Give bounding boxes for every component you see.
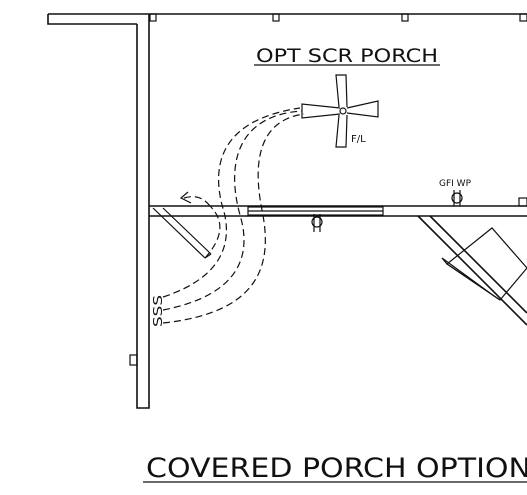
- switch-symbol-label: SSS: [151, 295, 165, 327]
- gfi-outlet-icon: [451, 190, 463, 206]
- top-wall: [47, 13, 527, 25]
- left-wall: [129, 14, 150, 409]
- fan-label: F/L: [351, 134, 366, 145]
- outlet-label: GFI WP: [439, 179, 472, 189]
- door-swing: [152, 191, 221, 259]
- ceiling-fan-icon: [301, 74, 379, 148]
- right-angled-wall: [417, 215, 527, 326]
- porch-front-wall: [149, 197, 527, 217]
- room-label: OPT SCR PORCH: [256, 45, 438, 67]
- switch-wiring: [162, 107, 305, 324]
- drawing-title: COVERED PORCH OPTION: [146, 453, 527, 484]
- wall-outlet-icon: [311, 214, 323, 232]
